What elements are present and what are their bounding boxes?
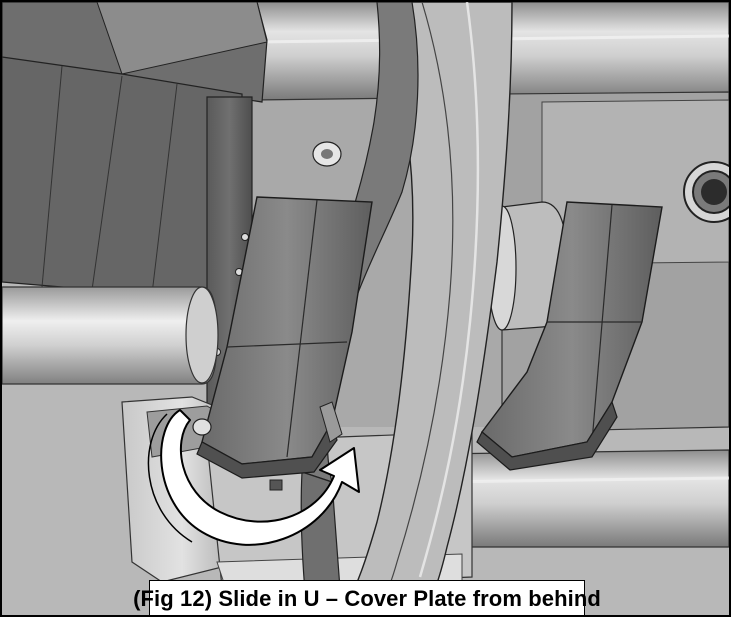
figure-caption: (Fig 12) Slide in U – Cover Plate from b…	[133, 585, 601, 611]
curved-install-arrow-icon	[147, 409, 360, 546]
figure-caption-box: (Fig 12) Slide in U – Cover Plate from b…	[133, 580, 601, 615]
